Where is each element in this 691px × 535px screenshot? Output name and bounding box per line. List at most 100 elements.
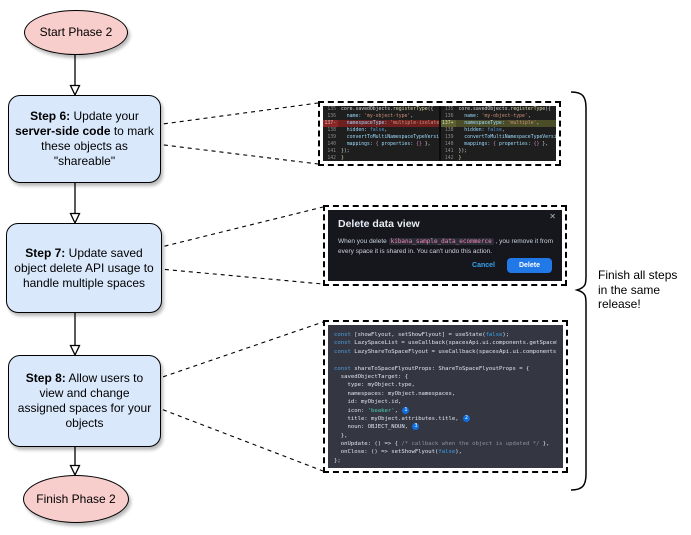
diff-line: 142} — [323, 155, 439, 161]
diff-code-text: core.savedObjects.registerType({ — [458, 107, 551, 112]
code-line: noun: OBJECT_NOUN, 3 — [334, 423, 420, 431]
close-icon[interactable]: ✕ — [549, 212, 556, 221]
diff-line: 140 mappings: { properties: {} }, — [323, 141, 439, 148]
code-line: const LazySpaceList = useCallback(spaces… — [334, 340, 557, 347]
finish-node: Finish Phase 2 — [23, 475, 129, 523]
callout-number-badge: 2 — [462, 414, 470, 422]
modal-body-suffix: , you remove it from every space it is s… — [338, 238, 553, 255]
code-line: }, — [334, 432, 348, 439]
code-line: const shareToSpaceFlyoutProps: ShareToSp… — [334, 365, 530, 372]
finish-label: Finish Phase 2 — [36, 491, 116, 506]
screenshot-code-snippet: const [showFlyout, setShowFlyout] = useS… — [323, 320, 568, 473]
diff-code-text: convertToMultiNamespaceTypeVersion: ' — [346, 135, 439, 140]
diff-line: 135 core.savedObjects.registerType({ — [323, 106, 439, 113]
line-number: 140 — [444, 142, 454, 147]
diff-line: 139 convertToMultiNamespaceTypeVersion: … — [441, 134, 556, 141]
diff-code-text: hidden: false, — [341, 128, 388, 133]
diff-code-text: mappings: { properties: {} }, — [341, 142, 431, 147]
code-line: const [showFlyout, setShowFlyout] = useS… — [334, 332, 510, 338]
callout-line-step8-bottom — [147, 403, 324, 472]
release-brace — [570, 91, 587, 491]
diff-code-text: } — [341, 156, 344, 161]
code-block: const [showFlyout, setShowFlyout] = useS… — [328, 325, 563, 468]
step8-label: Step 8: Allow users to view and change a… — [17, 371, 152, 430]
callout-line-step8-top — [147, 321, 324, 383]
line-number: 140 — [327, 142, 336, 147]
modal-footer: Cancel Delete — [472, 258, 552, 273]
diff-code-text: } — [458, 156, 462, 161]
code-line — [334, 356, 557, 364]
diff-line: 138 hidden: false, — [441, 127, 557, 134]
arrow-start-to-step6 — [69, 53, 81, 97]
line-number: 139 — [444, 135, 454, 140]
code-line: title: myObject.attributes.title, 2 — [334, 414, 470, 422]
delete-button[interactable]: Delete — [506, 258, 552, 273]
diff-code-text: namespaceType: 'multiple', — [458, 121, 540, 126]
diff-line: 135 core.savedObjects.registerType({ — [441, 106, 557, 113]
code-line: id: myObject.id, — [334, 399, 402, 406]
callout-number-badge: 1 — [402, 406, 410, 414]
diff-line: 136 name: 'my-object-type', — [323, 113, 439, 120]
callout-line-step7-top — [148, 206, 324, 251]
step6-label: Step 6: Update your server-side code to … — [15, 109, 154, 168]
modal-code-token: kibana_sample_data_ecommerce — [388, 238, 494, 245]
line-number: 138 — [327, 128, 336, 133]
diff-code-text: namespaceType: 'multiple-isolated', — [341, 121, 439, 126]
diff-line: 142} — [441, 155, 557, 161]
line-number: 142 — [444, 156, 454, 161]
line-number: 135 — [327, 107, 336, 112]
code-line: icon: 'beaker', 1 — [334, 406, 410, 414]
diff-code-text: core.savedObjects.registerType({ — [341, 107, 434, 112]
code-line: }; — [334, 457, 341, 464]
diff-code-text: }); — [458, 149, 468, 154]
diff-line: 138 hidden: false, — [323, 127, 439, 134]
diff-line: 137+ namespaceType: 'multiple', — [440, 120, 556, 127]
diff-code-text: convertToMultiNamespaceTypeVersion: ' — [464, 135, 556, 140]
code-line: const LazyShareToSpaceFlyout = useCallba… — [334, 348, 557, 355]
modal-body-prefix: When you delete — [338, 238, 389, 245]
code-line: onUpdate: () => { /* callback when the o… — [334, 441, 550, 448]
modal-body: When you delete kibana_sample_data_ecomm… — [338, 237, 560, 256]
step7-label: Step 7: Update saved object delete API u… — [14, 245, 154, 290]
diff-line: 136 name: 'my-object-type', — [441, 113, 557, 120]
diff-code-text: }); — [341, 149, 350, 154]
diff-code-text: mappings: { properties: {} }, — [458, 142, 549, 147]
callout-line-step6-bottom — [147, 142, 319, 165]
step8-node: Step 8: Allow users to view and change a… — [8, 355, 161, 447]
start-label: Start Phase 2 — [39, 25, 113, 39]
callout-number-badge: 3 — [412, 423, 420, 431]
code-line: onClose: () => setShowFlyout(false), — [334, 449, 462, 456]
line-number: 136 — [444, 114, 454, 119]
step6-node: Step 6: Update your server-side code to … — [8, 95, 161, 183]
line-number: 137- — [323, 120, 338, 127]
line-number: 139 — [327, 135, 336, 140]
callout-line-step7-bottom — [148, 267, 324, 285]
line-number: 135 — [444, 107, 454, 112]
code-line: namespaces: myObject.namespaces, — [334, 390, 456, 397]
diff-line: 140 mappings: { properties: {} }, — [441, 141, 557, 148]
line-number: 138 — [444, 128, 454, 133]
diff-code-text: hidden: false, — [458, 128, 505, 133]
diff-line: 139 convertToMultiNamespaceTypeVersion: … — [323, 134, 439, 141]
line-number: 136 — [327, 114, 336, 119]
diff-code-text: name: 'my-object-type', — [341, 114, 414, 119]
diff-line: 141}); — [323, 148, 439, 155]
callout-line-step6-top — [147, 102, 319, 127]
step7-node: Step 7: Update saved object delete API u… — [6, 223, 162, 313]
line-number: 141 — [327, 149, 336, 154]
diff-code-text: name: 'my-object-type', — [458, 114, 531, 119]
diff-line: 137- namespaceType: 'multiple-isolated', — [323, 120, 439, 127]
cancel-button[interactable]: Cancel — [472, 262, 495, 269]
diff-line: 141}); — [441, 148, 557, 155]
code-line: type: myObject.type, — [334, 382, 415, 389]
code-line: savedObjectTarget: { — [334, 373, 409, 380]
screenshot-delete-modal: ✕ Delete data view When you delete kiban… — [323, 205, 567, 286]
start-node: Start Phase 2 — [24, 10, 128, 55]
modal-title: Delete data view — [338, 218, 420, 230]
